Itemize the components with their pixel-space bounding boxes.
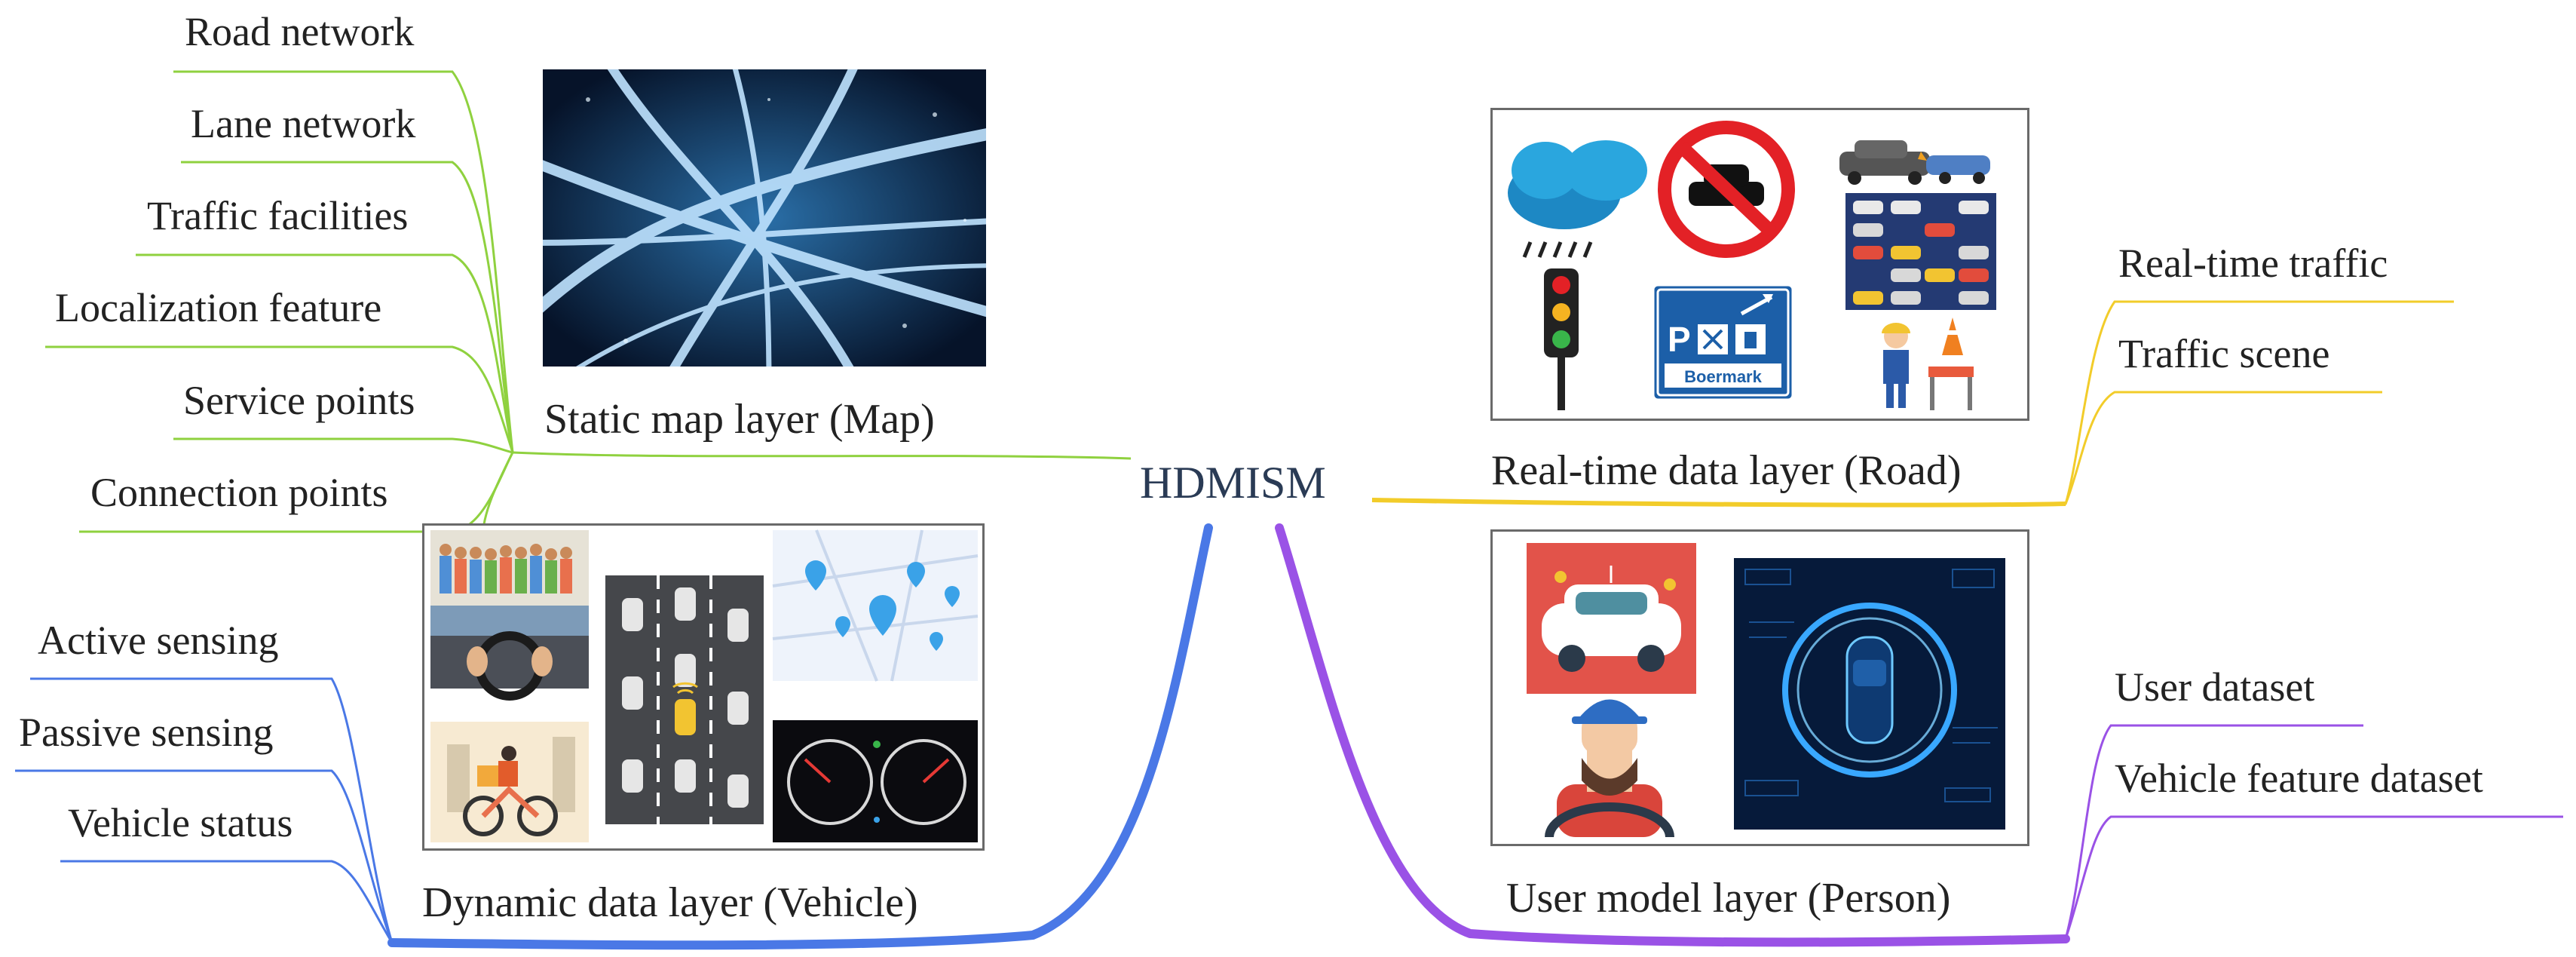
driver-dashboard-icon (430, 606, 589, 701)
vehicle-item-passive-sensing: Passive sensing (19, 710, 274, 755)
map-item-lane-network: Lane network (191, 101, 416, 146)
traffic-jam-icon (1845, 193, 1996, 310)
vehicle-item-active-sensing: Active sensing (38, 618, 279, 663)
static-map-image (543, 69, 986, 367)
road-item-traffic-scene: Traffic scene (2118, 331, 2330, 376)
map-item-localization-feature: Localization feature (55, 285, 382, 330)
traffic-light-icon (1544, 268, 1579, 410)
rain-cloud-icon (1508, 140, 1647, 258)
map-pins-icon (772, 529, 979, 682)
central-topic: HDMISM (1140, 458, 1326, 508)
vehicle-trunk (387, 523, 1213, 950)
road-sign-icon: P (1652, 284, 1794, 401)
person-trunk (1275, 523, 2070, 947)
road-trunk (1371, 498, 2066, 508)
vehicle-branch-lines (15, 677, 394, 943)
no-cars-sign-icon (1658, 121, 1795, 258)
user-model-layer-label: User model layer (Person) (1506, 875, 1951, 922)
user-model-image (1490, 529, 2029, 846)
map-item-connection-points: Connection points (90, 470, 388, 515)
road-worker-icon (1882, 317, 1974, 410)
dynamic-data-layer-label: Dynamic data layer (Vehicle) (422, 879, 918, 926)
road-item-real-time-traffic: Real-time traffic (2118, 241, 2388, 286)
autonomous-vehicle-icon (1527, 543, 1696, 694)
static-map-layer-label: Static map layer (Map) (544, 396, 935, 443)
svg-text:P: P (1668, 320, 1691, 359)
real-time-data-layer-label: Real-time data layer (Road) (1491, 447, 1962, 494)
real-time-data-image: P Boermark (1490, 108, 2029, 421)
crowd-crossing-icon (430, 530, 589, 606)
person-item-vehicle-feature-dataset: Vehicle feature dataset (2115, 756, 2483, 801)
person-item-user-dataset: User dataset (2115, 664, 2315, 710)
map-item-road-network: Road network (185, 9, 415, 54)
vehicle-scan-icon (1734, 558, 2005, 830)
person-branch-lines (2064, 724, 2563, 940)
dynamic-data-image (422, 523, 985, 851)
road-sign-text: Boermark (1684, 367, 1762, 386)
driver-avatar-icon (1545, 699, 1674, 838)
car-collision-icon (1839, 140, 1990, 185)
highway-traffic-icon (605, 575, 764, 824)
bicycle-courier-icon (430, 722, 589, 842)
vehicle-item-vehicle-status: Vehicle status (68, 800, 293, 845)
map-item-traffic-facilities: Traffic facilities (147, 193, 409, 238)
map-item-service-points: Service points (183, 378, 415, 423)
speedometer-dashboard-icon (773, 720, 978, 842)
